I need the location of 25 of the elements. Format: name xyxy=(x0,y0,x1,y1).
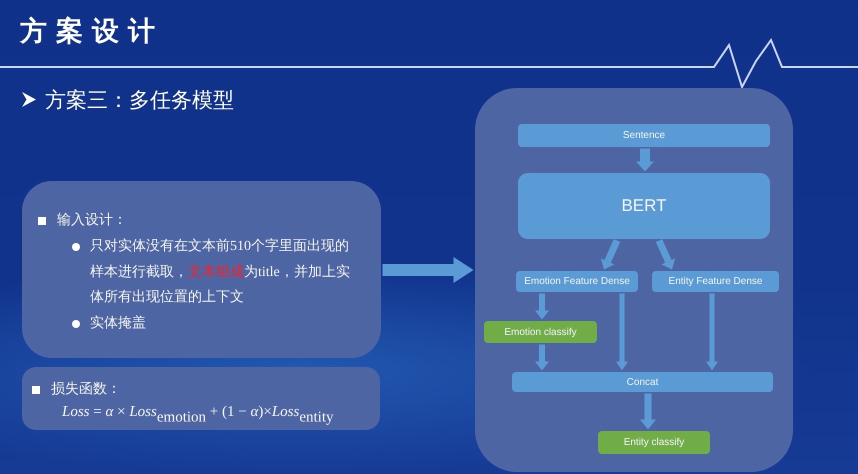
text-panel xyxy=(22,181,381,358)
process-box: BERT xyxy=(518,173,770,239)
list-item: 实体掩盖 xyxy=(90,314,147,333)
slide-title: 方案设计 xyxy=(20,15,164,49)
arrow xyxy=(616,294,628,370)
arrow xyxy=(640,394,656,430)
arrow xyxy=(535,344,549,370)
process-box: Concat xyxy=(512,372,773,392)
process-box: Emotion Feature Dense xyxy=(516,271,638,292)
subtitle: 方案三：多任务模型 xyxy=(45,87,234,114)
arrow xyxy=(706,294,718,370)
process-box: Entity Feature Dense xyxy=(652,271,779,292)
arrow xyxy=(600,239,620,270)
list-heading: 损失函数： xyxy=(51,380,121,399)
text-panel xyxy=(22,367,380,430)
arrow xyxy=(636,148,654,172)
process-box: Entity classify xyxy=(598,431,710,454)
arrow xyxy=(535,294,549,320)
process-box: Emotion classify xyxy=(484,321,597,343)
arrow xyxy=(382,257,474,283)
panel xyxy=(475,88,793,472)
arrow xyxy=(656,239,676,270)
process-box: Sentence xyxy=(518,124,770,147)
list-item: 只对实体没有在文本前510个字里面出现的样本进行截取，文本组成为title，并加上实体所有出现位置的上下文 xyxy=(90,237,351,307)
list-heading: 输入设计： xyxy=(57,212,127,230)
